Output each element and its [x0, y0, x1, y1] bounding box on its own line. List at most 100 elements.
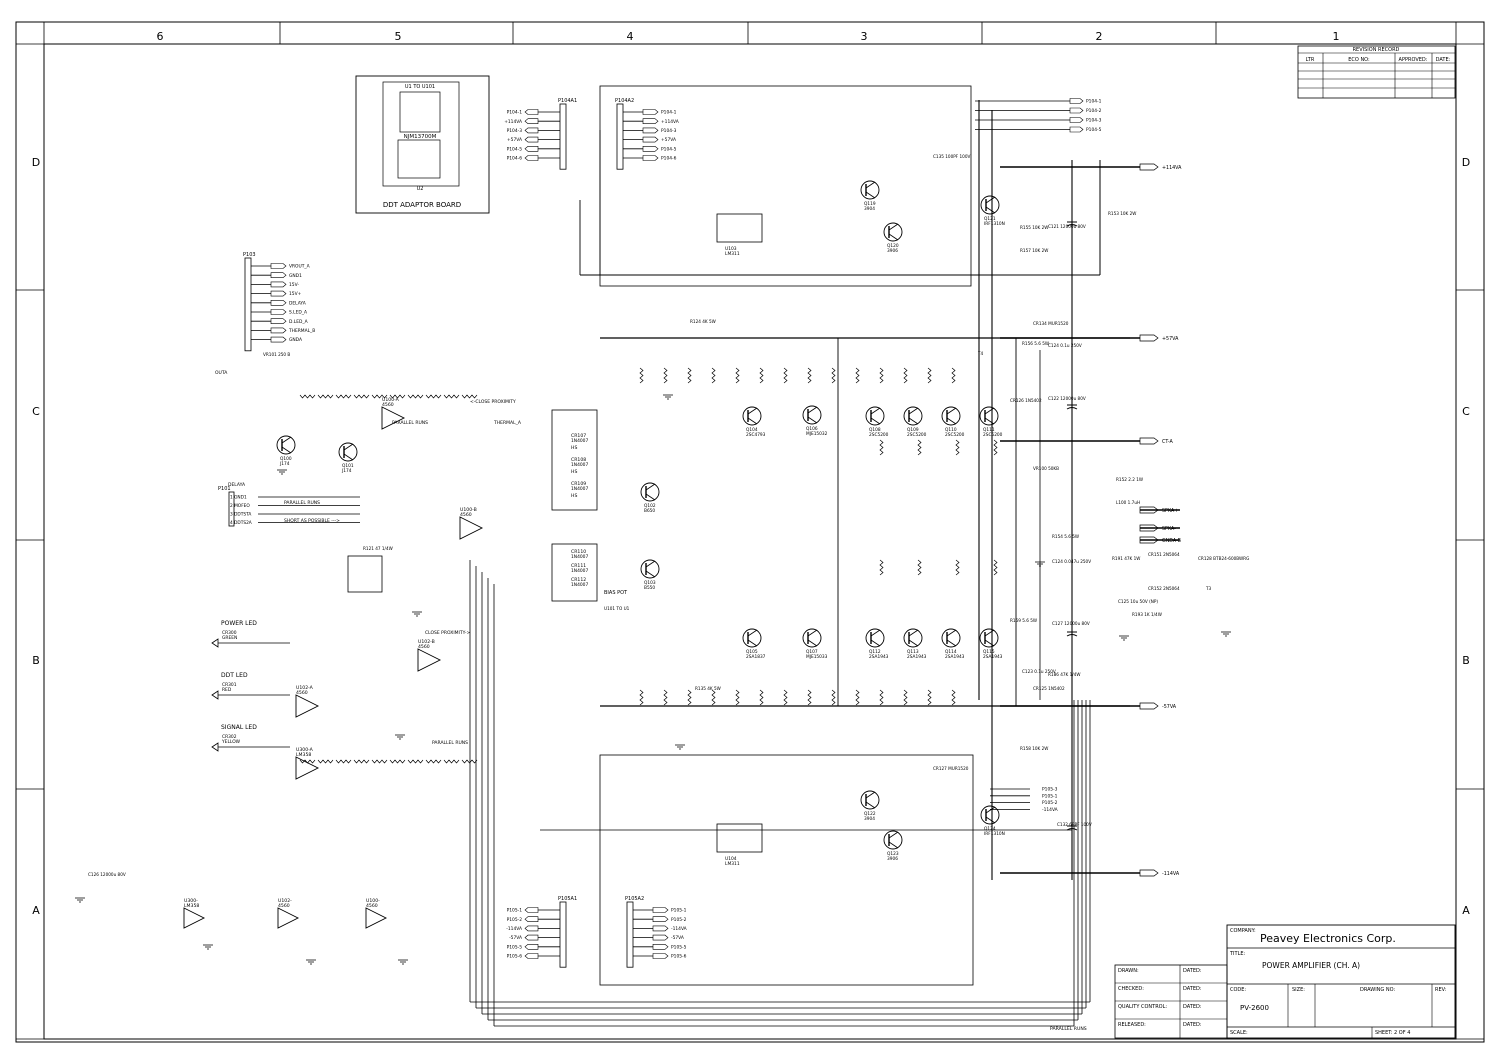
- small-Q101-emitter: [343, 453, 354, 461]
- part-callout: U101 TO U1: [604, 606, 630, 611]
- zone-label-left-B: B: [32, 654, 40, 667]
- driver-Q105-collector: [747, 629, 758, 637]
- emitter-resistor-upper: [879, 439, 884, 456]
- p104-flag: [1069, 126, 1084, 133]
- driver-Q103-body: [640, 559, 660, 579]
- close-proximity-note-top: <-CLOSE PROXIMITY: [470, 399, 516, 405]
- output-upper-Q110-body: [941, 406, 961, 426]
- part-callout: C122 12000u 80V: [1048, 396, 1086, 401]
- led-color-0: GREEN: [222, 635, 237, 641]
- ground-symbol: [203, 944, 213, 950]
- resistor: [353, 759, 370, 764]
- emitter-resistor-lower: [955, 559, 960, 576]
- p105a2-pin-flag: [652, 953, 669, 959]
- output-upper-Q111-part: 2SC5200: [983, 432, 1003, 438]
- output-upper-Q108-collector: [870, 407, 881, 415]
- driver-Q102-label: Q102: [644, 503, 656, 509]
- ground-symbol: [75, 897, 85, 903]
- part-callout: R193 1K 1/4W: [1132, 612, 1162, 617]
- driver-Q102-emitter: [645, 493, 656, 501]
- led-symbol-2: [211, 742, 219, 752]
- title-block-drawing-no-label: DRAWING NO:: [1360, 987, 1395, 993]
- p105a1-pin-label: P105-2: [507, 917, 523, 923]
- hs-diode-label: CR109: [571, 481, 586, 487]
- output-upper-Q110-label: Q110: [945, 427, 957, 433]
- part-callout: R191 47K 1W: [1112, 556, 1140, 561]
- opamp-1-label: U100-B: [460, 507, 477, 513]
- resistor: [335, 394, 352, 399]
- small-Q122-body: [860, 790, 880, 810]
- small-Q122-part: 3904: [864, 816, 875, 822]
- output-lower-Q114-part: 2SA1943: [945, 654, 965, 660]
- p104a1-pin-flag: [524, 118, 539, 124]
- wires: [218, 100, 1180, 1027]
- driver-Q106-label: Q106: [806, 426, 818, 432]
- p104-flag: [1069, 117, 1084, 123]
- part-callout: VR101 250 B: [263, 352, 290, 357]
- ground-symbol: [306, 959, 316, 965]
- part-callout: CR128 BTB24-600BWRG: [1198, 556, 1249, 561]
- ground-symbol: [1035, 561, 1045, 567]
- p103-body: [244, 257, 252, 352]
- led-color-1: RED: [222, 687, 232, 693]
- resistor: [443, 759, 460, 764]
- ground-symbol: [675, 744, 685, 750]
- p104a1-pin-flag: [524, 109, 539, 115]
- heatsink-diode-box-lower: [551, 543, 598, 602]
- output-lower-Q112-emitter: [870, 639, 881, 647]
- small-Q123-label: Q123: [887, 851, 899, 857]
- ground-symbol: [1119, 635, 1129, 641]
- rail-label-SPKA-: SPKA-: [1162, 526, 1176, 532]
- part-callout: CR125 1N5402: [1033, 686, 1065, 691]
- small-Q101-body: [338, 442, 358, 462]
- p105a1-pin-flag: [524, 934, 539, 941]
- p101-body: [228, 491, 235, 527]
- p105-right-label: P105-1: [1042, 793, 1058, 799]
- p104a1-pin-label: P104-1: [507, 110, 523, 116]
- resistor: [903, 367, 908, 384]
- u1-label: U1 TO U101: [405, 84, 435, 90]
- part-callout: R156 5.6 5W: [1022, 341, 1049, 346]
- p104a2-pin-flag: [642, 118, 659, 124]
- p104a2-body: [616, 103, 624, 170]
- output-upper-Q108-emitter: [870, 417, 881, 425]
- comparator-U104-label: U104: [725, 856, 737, 862]
- resistor: [951, 367, 956, 384]
- title-block-dated-2: DATED:: [1183, 986, 1202, 992]
- mosfet-Q121-part: IRF1310N: [984, 221, 1005, 227]
- p104a2-title: P104A2: [615, 98, 634, 104]
- output-upper-Q109-part: 2SC5200: [907, 432, 927, 438]
- output-upper-Q109-body: [903, 406, 923, 426]
- u2-label: U2: [417, 186, 424, 192]
- supply-opamp-1-part: 4560: [278, 903, 290, 909]
- resistor: [371, 759, 388, 764]
- filter-cap-plate-curved: [1066, 407, 1078, 410]
- p103-pin-label: 15V+: [289, 291, 302, 297]
- hs-diode-label: CR108: [571, 457, 586, 463]
- part-callout: VR100 50KB: [1033, 466, 1059, 471]
- small-Q123-emitter: [888, 841, 899, 849]
- resistor: [317, 759, 334, 764]
- driver-Q103-collector: [645, 560, 656, 568]
- hs-diode-part: 1N4007: [571, 438, 588, 444]
- part-callout: R186 47K 1/4W: [1048, 672, 1081, 677]
- part-callout: R152 2.2 1W: [1116, 477, 1143, 482]
- driver-Q106-body: [802, 405, 822, 425]
- hs-diode2-label: CR111: [571, 563, 586, 569]
- p104-right-label: P104-3: [1086, 118, 1102, 124]
- p104a1-pin-label: P104-6: [507, 156, 523, 162]
- driver-Q103-part: B550: [644, 585, 655, 591]
- part-callout: C126 12000u 80V: [88, 872, 126, 877]
- opamp-4-label: U300-A: [296, 747, 314, 753]
- filter-cap-plate-curved: [1066, 828, 1078, 831]
- output-upper-Q108-body: [865, 406, 885, 426]
- resistor: [927, 367, 932, 384]
- p104a1-body: [559, 103, 567, 170]
- p105a1-pin-label: P105-6: [507, 954, 523, 960]
- title-block-code-label: CODE:: [1230, 987, 1246, 993]
- resistor: [711, 367, 716, 384]
- resistor: [353, 394, 370, 399]
- small-Q119-body: [860, 180, 880, 200]
- p104a2-pin-label: P104-5: [661, 146, 677, 152]
- small-Q122-label: Q122: [864, 811, 876, 817]
